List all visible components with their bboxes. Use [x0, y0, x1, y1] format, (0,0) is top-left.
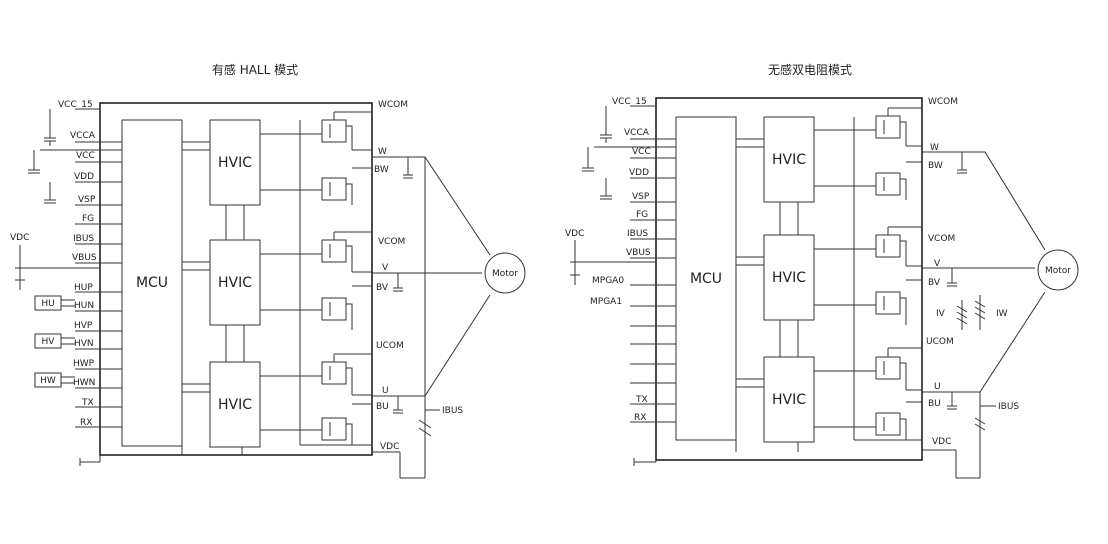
- pin-w-right: W: [930, 143, 939, 153]
- pin-ibus-right: IBUS: [627, 229, 648, 239]
- pin-vcca-right: VCCA: [624, 128, 650, 138]
- pin-vsp-left: VSP: [78, 195, 96, 205]
- pin-bv-left: BV: [376, 283, 389, 293]
- pin-vcom-left: VCOM: [378, 237, 405, 247]
- hvic-block-left-1: [209, 119, 261, 206]
- pin-w-left: W: [378, 147, 387, 157]
- pin-vcc-right: VCC: [632, 147, 651, 157]
- ibus-label-right: IBUS: [998, 402, 1019, 412]
- pin-vbus-left: VBUS: [72, 253, 97, 263]
- pin-iv-right: IV: [936, 309, 946, 319]
- pin-bw-left: BW: [374, 165, 389, 175]
- hall-sensor-v: [34, 333, 62, 349]
- pin-rx-left: RX: [80, 418, 92, 428]
- pin-ucom-right: UCOM: [926, 337, 954, 347]
- motor-label-right: Motor: [1045, 266, 1071, 276]
- pin-vbus-right: VBUS: [626, 248, 651, 258]
- pin-wcom-left: WCOM: [378, 100, 408, 110]
- pin-vcom-right: VCOM: [928, 234, 955, 244]
- hvic-label-left-2: HVIC: [218, 275, 252, 291]
- pin-rx-right: RX: [634, 413, 646, 423]
- motor-right: [1037, 249, 1079, 291]
- pin-vcc-left: VCC: [76, 151, 95, 161]
- pin-hvp-left: HVP: [74, 321, 93, 331]
- diagram-title-left: 有感 HALL 模式: [212, 62, 298, 77]
- hvic-label-right-3: HVIC: [772, 392, 806, 408]
- diagram-sensorless-mode: 无感双电阻模式 MCU HVIC HVIC HVIC VCC_15 VCCA V…: [565, 62, 1079, 479]
- module-outline-left: [99, 102, 373, 456]
- hvic-block-left-3: [209, 361, 261, 448]
- pin-bw-right: BW: [928, 161, 943, 171]
- pin-u-right: U: [934, 382, 941, 392]
- pin-ucom-left: UCOM: [376, 341, 404, 351]
- pin-vdd-left: VDD: [74, 172, 94, 182]
- vdc-label-left: VDC: [10, 233, 29, 243]
- hall-sensor-w-label: HW: [40, 376, 56, 386]
- pin-u-left: U: [382, 386, 389, 396]
- ibus-label-left: IBUS: [442, 406, 463, 416]
- motor-label-left: Motor: [492, 269, 518, 279]
- pin-vdd-right: VDD: [629, 168, 649, 178]
- mosfet-group-right: [875, 115, 907, 440]
- pin-vdc-out-right: VDC: [932, 437, 951, 447]
- hvic-label-right-2: HVIC: [772, 270, 806, 286]
- pin-mpga0-right: MPGA0: [592, 276, 624, 286]
- pin-mpga1-right: MPGA1: [590, 297, 622, 307]
- pin-vcca-left: VCCA: [70, 131, 96, 141]
- pin-wcom-right: WCOM: [928, 97, 958, 107]
- mcu-label-right: MCU: [690, 271, 722, 287]
- pin-vcc15-left: VCC_15: [58, 100, 93, 110]
- hall-sensor-u: [34, 295, 62, 311]
- pin-hup-left: HUP: [74, 283, 93, 293]
- hvic-block-right-2: [763, 234, 815, 321]
- motor-left: [484, 252, 526, 294]
- mcu-block-left: [121, 119, 183, 447]
- hvic-label-right-1: HVIC: [772, 152, 806, 168]
- mcu-label-left: MCU: [136, 275, 168, 291]
- pin-tx-right: TX: [635, 395, 648, 405]
- pin-vsp-right: VSP: [632, 192, 650, 202]
- iw-label-right: IW: [996, 309, 1008, 319]
- pin-bv-right: BV: [928, 278, 941, 288]
- pin-vdc-out-left: VDC: [380, 442, 399, 452]
- pin-fg-left: FG: [82, 214, 94, 224]
- pin-vcc15-right: VCC_15: [612, 97, 647, 107]
- diagram-hall-mode: 有感 HALL 模式 MCU HVIC HVIC HVIC VCC_15 VCC…: [10, 62, 526, 479]
- pin-ibus-left: IBUS: [73, 234, 94, 244]
- mcu-block-right: [675, 116, 737, 441]
- pin-fg-right: FG: [636, 210, 648, 220]
- pin-hwp-left: HWP: [73, 359, 95, 369]
- hvic-block-right-1: [763, 116, 815, 203]
- pin-hvn-left: HVN: [74, 339, 94, 349]
- pin-bu-right: BU: [928, 399, 941, 409]
- hall-sensor-u-label: HU: [41, 299, 54, 309]
- pin-v-right: V: [934, 259, 941, 269]
- hall-sensor-v-label: HV: [42, 337, 56, 347]
- pin-v-left: V: [382, 263, 389, 273]
- pin-bu-left: BU: [376, 402, 389, 412]
- module-outline-right: [655, 97, 923, 461]
- vdc-label-right: VDC: [565, 229, 584, 239]
- hvic-label-left-1: HVIC: [218, 155, 252, 171]
- hvic-label-left-3: HVIC: [218, 397, 252, 413]
- pin-hun-left: HUN: [74, 301, 94, 311]
- pin-hwn-left: HWN: [73, 378, 95, 388]
- hvic-block-left-2: [209, 239, 261, 326]
- pin-tx-left: TX: [81, 398, 94, 408]
- mosfet-group-left: [321, 119, 353, 445]
- hvic-block-right-3: [763, 356, 815, 443]
- hall-sensor-w: [34, 372, 62, 388]
- diagram-title-right: 无感双电阻模式: [768, 62, 852, 77]
